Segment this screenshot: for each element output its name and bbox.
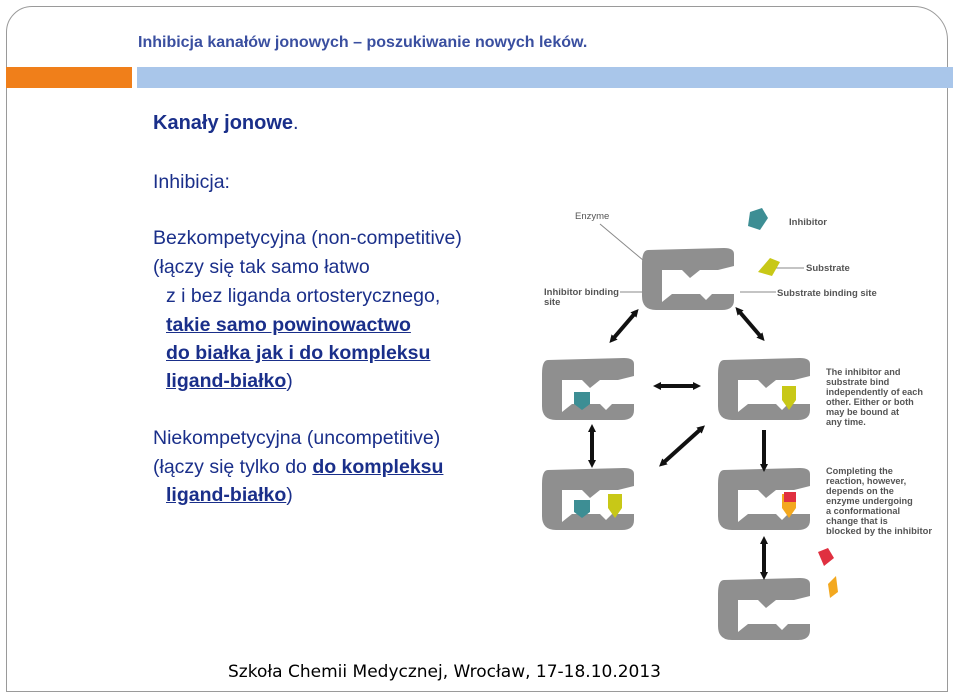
enzyme-pointer (599, 223, 651, 267)
note1-line2: substrate bind (826, 377, 889, 387)
heading-text: Kanały jonowe (153, 112, 294, 134)
note1-line1: The inhibitor and (826, 367, 901, 377)
note1-line6: any time. (826, 417, 866, 427)
slide-frame (6, 6, 948, 692)
converting-substrate-upper (784, 492, 796, 502)
heading-dot: . (293, 112, 299, 134)
label-site: site (544, 297, 560, 308)
enzyme-with-substrate (718, 358, 810, 420)
bound-substrate-1 (782, 386, 796, 410)
label-substrate-binding: Substrate binding site (777, 288, 877, 299)
noncompetitive-line6-end: ) (286, 370, 293, 392)
noncompetitive-line2: (łączy się tak samo łatwo (153, 256, 370, 278)
note1-line4: other. Either or both (826, 397, 914, 407)
note2-line5: a conformational (826, 506, 900, 516)
note2-line4: enzyme undergoing (826, 496, 913, 506)
label-inhibitor-binding: Inhibitor binding (544, 287, 619, 298)
noncompetitive-line1: Bezkompetycyjna (non-competitive) (153, 227, 462, 249)
enzyme-released (718, 578, 810, 640)
inhibitor-molecule (748, 208, 768, 230)
substrate-molecule (758, 258, 780, 276)
bound-substrate-2 (608, 494, 622, 518)
product-red (818, 548, 834, 566)
noncompetitive-line3: z i bez liganda ortosterycznego, (166, 285, 441, 307)
uncompetitive-line1: Niekompetycyjna (uncompetitive) (153, 427, 441, 449)
arrow-free-to-inhibitor (609, 308, 639, 344)
uncompetitive-line3-end: ) (286, 484, 293, 506)
note1-line3: independently of each (826, 387, 923, 397)
footer-text: Szkoła Chemii Medycznej, Wrocław, 17-18.… (228, 662, 662, 682)
note2-line7: blocked by the inhibitor (826, 526, 932, 536)
noncompetitive-line5: do białka jak i do kompleksu (166, 342, 431, 364)
note1-line5: may be bound at (826, 407, 899, 417)
enzyme-with-inhibitor (542, 358, 634, 420)
enzyme-converting (718, 468, 810, 530)
noncompetitive-line6: ligand-białko) (166, 369, 293, 393)
heading: Kanały jonowe. (153, 111, 299, 135)
note2-line1: Completing the (826, 466, 893, 476)
note2-line2: reaction, however, (826, 476, 906, 486)
slide-title: Inhibicja kanałów jonowych – poszukiwani… (138, 34, 588, 51)
noncompetitive-line6-underlined: ligand-białko (166, 370, 287, 392)
note2-line6: change that is (826, 516, 888, 526)
arrow-free-to-substrate (735, 306, 765, 342)
section-label: Inhibicja: (153, 171, 230, 193)
arrow-substrate-to-ternary (659, 425, 705, 467)
uncompetitive-line3-underlined: ligand-białko (166, 484, 287, 506)
bound-inhibitor-2 (574, 500, 590, 518)
accent-bar-orange (6, 67, 132, 88)
note2-line3: depends on the (826, 486, 894, 496)
label-inhibitor: Inhibitor (789, 217, 827, 228)
uncompetitive-line2: (łączy się tylko do do kompleksu (153, 455, 443, 479)
uncompetitive-line3: ligand-białko) (166, 483, 293, 507)
uncompetitive-line2-underlined: do kompleksu (312, 456, 444, 478)
enzyme-free (642, 248, 734, 310)
noncompetitive-line4: takie samo powinowactwo (166, 314, 411, 336)
label-substrate: Substrate (806, 263, 850, 274)
bound-inhibitor-1 (574, 392, 590, 410)
product-orange (828, 576, 838, 598)
uncompetitive-line2-start: (łączy się tylko do (153, 456, 313, 478)
accent-bar-blue (137, 67, 953, 88)
label-enzyme: Enzyme (575, 211, 609, 222)
